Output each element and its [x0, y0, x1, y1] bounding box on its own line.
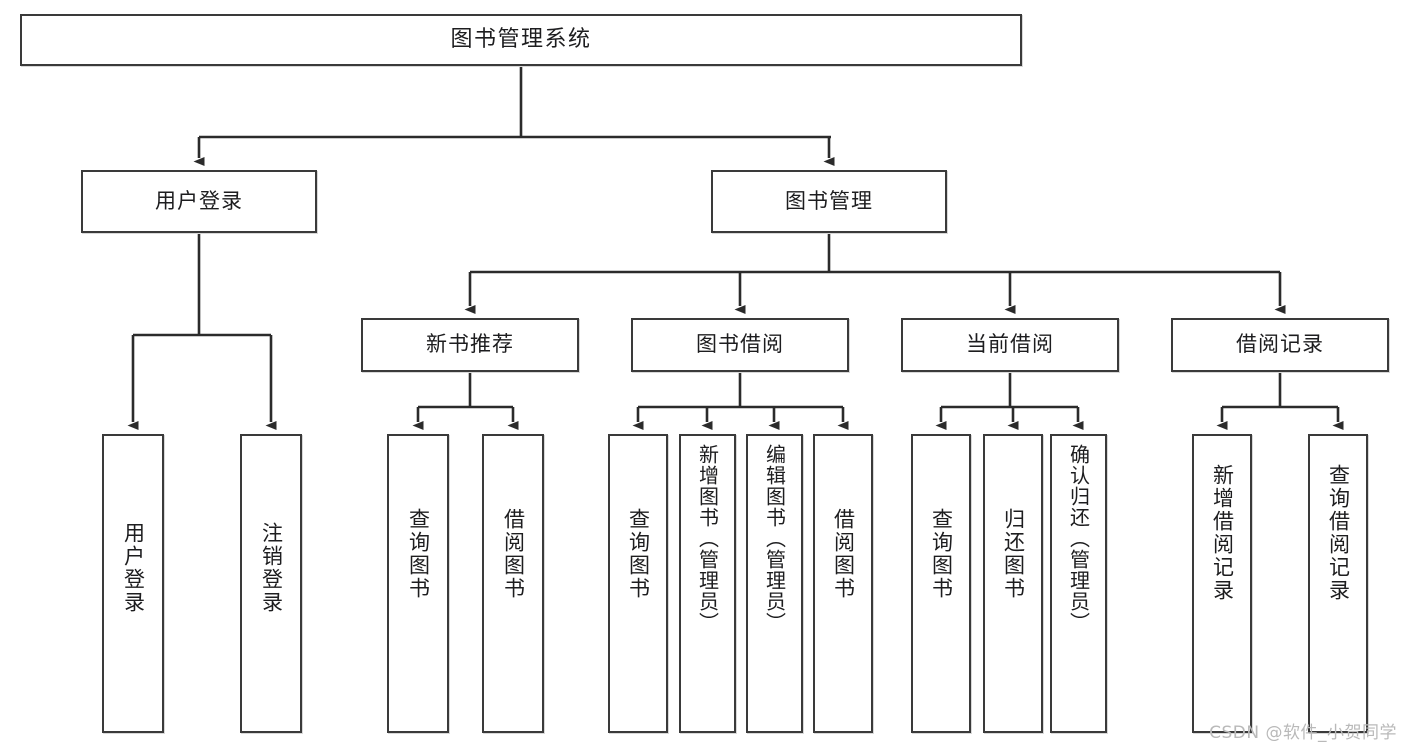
node-leaf-query-book-1[interactable]: 查询图书	[387, 434, 449, 733]
node-leaf-borrow-book-2-label: 借阅图书	[831, 508, 856, 600]
node-leaf-query-book-3[interactable]: 查询图书	[911, 434, 971, 733]
node-book-manage[interactable]: 图书管理	[711, 170, 947, 233]
node-leaf-user-login-label: 用户登录	[121, 522, 146, 614]
node-current-borrow[interactable]: 当前借阅	[901, 318, 1119, 372]
node-user-login-label: 用户登录	[155, 188, 243, 213]
node-new-book-rec-label: 新书推荐	[426, 332, 514, 357]
node-book-borrow-label: 图书借阅	[696, 332, 784, 357]
node-leaf-borrow-book-2[interactable]: 借阅图书	[813, 434, 873, 733]
node-leaf-user-login[interactable]: 用户登录	[102, 434, 164, 733]
csdn-watermark: CSDN @软件_小贺同学	[1209, 723, 1397, 743]
node-leaf-edit-book-admin-label: 编辑图书（管理员）	[762, 444, 787, 633]
node-leaf-borrow-book-1[interactable]: 借阅图书	[482, 434, 544, 733]
node-leaf-query-borrow-record[interactable]: 查询借阅记录	[1308, 434, 1368, 733]
node-leaf-add-book-admin-label: 新增图书（管理员）	[695, 444, 720, 633]
node-leaf-user-logout[interactable]: 注销登录	[240, 434, 302, 733]
node-leaf-return-book[interactable]: 归还图书	[983, 434, 1043, 733]
node-leaf-query-borrow-record-label: 查询借阅记录	[1326, 464, 1351, 602]
node-new-book-rec[interactable]: 新书推荐	[361, 318, 579, 372]
node-root[interactable]: 图书管理系统	[20, 14, 1022, 66]
node-leaf-add-book-admin[interactable]: 新增图书（管理员）	[679, 434, 736, 733]
node-book-manage-label: 图书管理	[785, 188, 873, 213]
node-leaf-query-book-2-label: 查询图书	[626, 508, 651, 600]
node-borrow-record[interactable]: 借阅记录	[1171, 318, 1389, 372]
node-leaf-query-book-1-label: 查询图书	[406, 508, 431, 600]
node-leaf-confirm-return-admin-label: 确认归还（管理员）	[1066, 444, 1091, 633]
node-leaf-edit-book-admin[interactable]: 编辑图书（管理员）	[746, 434, 803, 733]
node-leaf-add-borrow-record[interactable]: 新增借阅记录	[1192, 434, 1252, 733]
node-leaf-return-book-label: 归还图书	[1001, 508, 1026, 600]
node-leaf-add-borrow-record-label: 新增借阅记录	[1210, 464, 1235, 602]
node-leaf-confirm-return-admin[interactable]: 确认归还（管理员）	[1050, 434, 1107, 733]
node-leaf-user-logout-label: 注销登录	[259, 522, 284, 614]
node-root-label: 图书管理系统	[450, 26, 592, 52]
node-leaf-borrow-book-1-label: 借阅图书	[501, 508, 526, 600]
node-current-borrow-label: 当前借阅	[966, 332, 1054, 357]
node-leaf-query-book-2[interactable]: 查询图书	[608, 434, 668, 733]
node-leaf-query-book-3-label: 查询图书	[929, 508, 954, 600]
node-user-login[interactable]: 用户登录	[81, 170, 317, 233]
node-book-borrow[interactable]: 图书借阅	[631, 318, 849, 372]
node-borrow-record-label: 借阅记录	[1236, 332, 1324, 357]
